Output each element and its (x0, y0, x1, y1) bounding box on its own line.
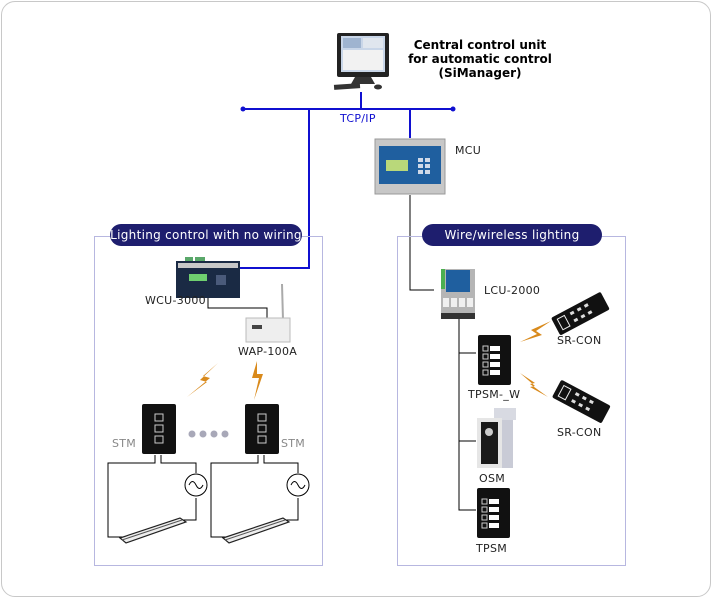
tpsm-w-device-icon (478, 335, 511, 385)
central-control-title: Central control unit for automatic contr… (395, 38, 565, 80)
ellipsis-dots (188, 430, 229, 438)
mcu-label: MCU (455, 144, 482, 157)
wcu-to-wap (207, 298, 268, 320)
lightning-icon (520, 321, 551, 342)
lightning-icon (252, 361, 263, 400)
wcu-device-icon (176, 257, 240, 298)
mcu-to-lcu (409, 195, 434, 291)
lightning-icon (187, 363, 218, 397)
tpsm-device-icon (477, 488, 510, 538)
circuit-right (210, 455, 259, 538)
lamp-right-icon (221, 517, 291, 544)
stm-right-label: STM (281, 437, 306, 450)
sr-con-remote-2-icon (552, 380, 611, 423)
lamp-left-icon (118, 517, 188, 544)
wcu-label: WCU-3000 (145, 294, 206, 307)
sr-con-remote-1-icon (551, 292, 610, 335)
title-line-2: for automatic control (408, 52, 552, 66)
network-label: TCP/IP (340, 112, 376, 125)
osm-device-icon (477, 408, 516, 468)
tpsm-w-label: TPSM-_W (468, 388, 521, 401)
lcu-to-devices (458, 318, 476, 511)
lcu-device-icon (441, 269, 475, 319)
title-line-1: Central control unit (413, 38, 547, 52)
bus-endpoint-right (450, 106, 456, 112)
sr-con-2-label: SR-CON (557, 426, 602, 439)
circuit-left-3 (182, 498, 197, 521)
osm-label: OSM (479, 472, 506, 485)
group-title-no-wiring: Lighting control with no wiring (110, 224, 302, 246)
wap-label: WAP-100A (238, 345, 298, 358)
stm-left-device-icon (142, 404, 176, 454)
lightning-icon (520, 373, 548, 397)
wap-device-icon (245, 283, 291, 343)
lcu-label: LCU-2000 (484, 284, 541, 297)
sr-con-1-label: SR-CON (557, 334, 602, 347)
mcu-device-icon (374, 138, 446, 195)
group-box-no-wiring (94, 236, 323, 566)
circuit-left-2 (160, 455, 197, 473)
title-line-3: (SiManager) (438, 66, 522, 80)
bus-endpoint-left (240, 106, 246, 112)
tpsm-label: TPSM (476, 542, 508, 555)
stm-right-device-icon (245, 404, 279, 454)
circuit-right-3 (284, 498, 299, 521)
group-title-wire-wireless: Wire/wireless lighting control (422, 224, 602, 264)
central-pc-icon (333, 33, 389, 90)
bus-to-wcu (240, 109, 310, 269)
circuit-right-2 (263, 455, 299, 473)
stm-left-label: STM (112, 437, 137, 450)
circuit-left (107, 455, 156, 538)
